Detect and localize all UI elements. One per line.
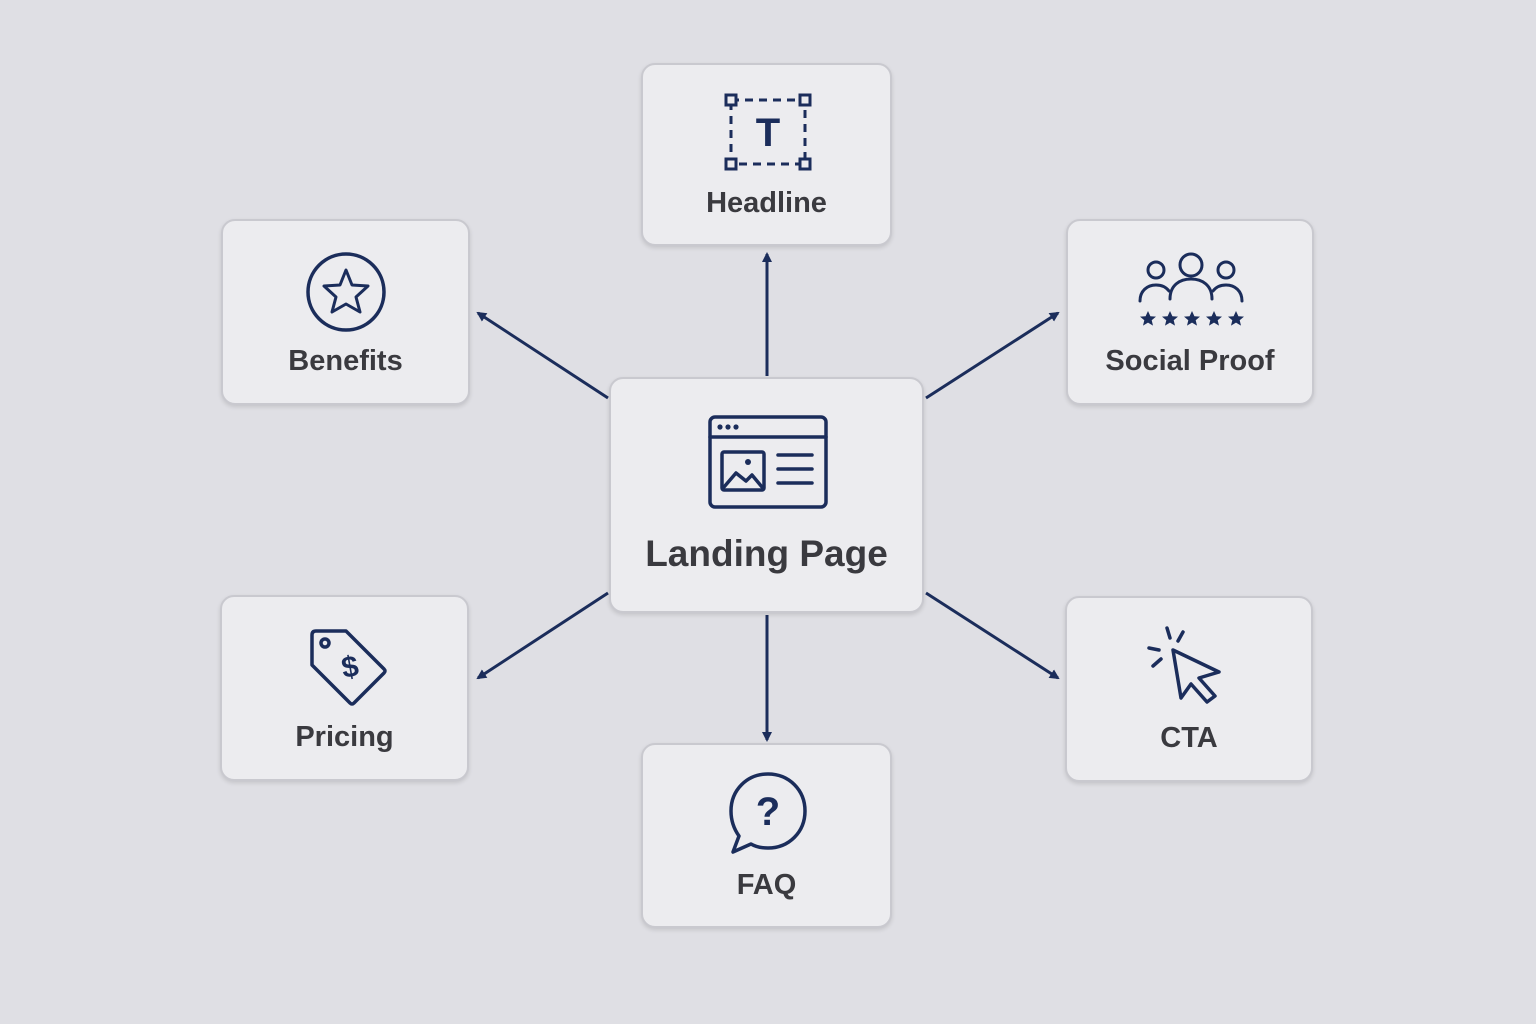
cta-node[interactable]: CTA xyxy=(1065,596,1313,782)
landing-page-label: Landing Page xyxy=(645,533,888,574)
benefits-label: Benefits xyxy=(288,345,403,377)
pricing-node[interactable]: $ Pricing xyxy=(220,595,469,781)
pricing-label: Pricing xyxy=(295,721,394,753)
faq-label: FAQ xyxy=(736,869,797,901)
edge-to-pricing xyxy=(476,591,609,680)
headline-node[interactable]: T Headline xyxy=(641,63,892,246)
text-box-icon: T xyxy=(724,93,812,171)
cursor-click-icon xyxy=(1147,626,1221,704)
star-circle-icon xyxy=(306,252,386,332)
people-rating-icon xyxy=(1138,252,1244,326)
cta-label: CTA xyxy=(1160,722,1218,754)
edge-to-benefits xyxy=(476,311,609,400)
benefits-node[interactable]: Benefits xyxy=(221,219,470,405)
edge-to-cta xyxy=(925,591,1060,680)
svg-text:$: $ xyxy=(339,650,361,685)
svg-text:?: ? xyxy=(756,790,780,834)
landing-page-node[interactable]: Landing Page xyxy=(609,377,924,613)
headline-label: Headline xyxy=(706,187,827,219)
price-tag-icon: $ xyxy=(310,629,387,706)
svg-text:T: T xyxy=(756,111,780,155)
social-proof-label: Social Proof xyxy=(1105,345,1275,377)
question-bubble-icon: ? xyxy=(729,772,807,854)
webpage-icon xyxy=(708,415,828,509)
social-proof-node[interactable]: Social Proof xyxy=(1066,219,1314,405)
edge-to-social-proof xyxy=(925,311,1060,400)
faq-node[interactable]: ? FAQ xyxy=(641,743,892,928)
